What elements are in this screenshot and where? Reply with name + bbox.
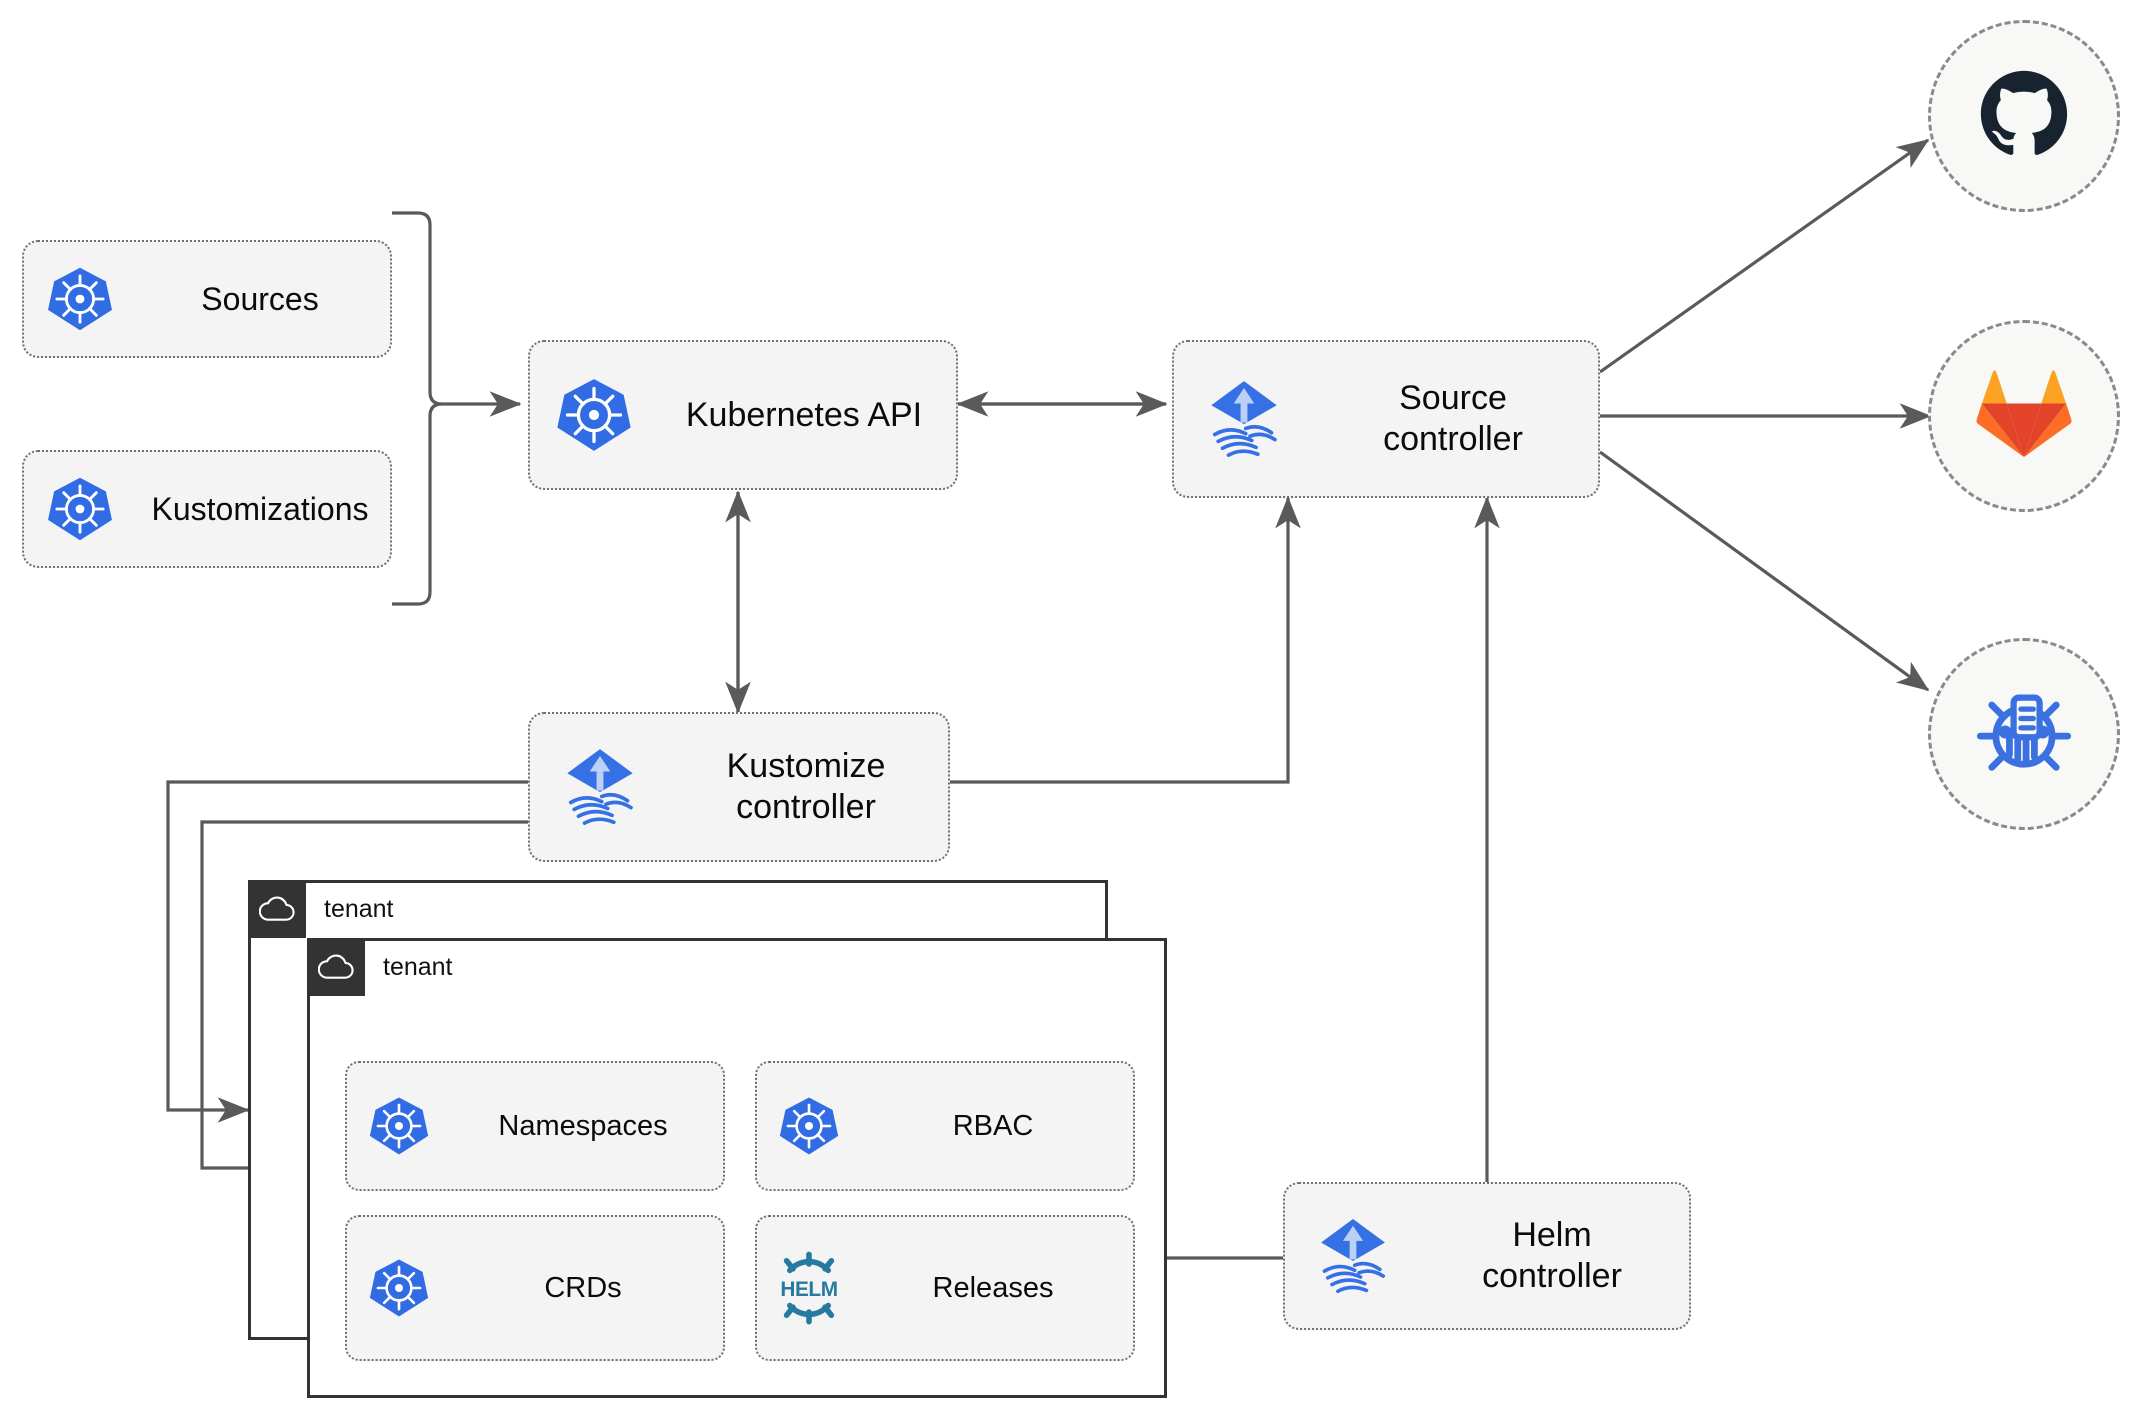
node-kustomize-controller[interactable]: Kustomize controller xyxy=(528,712,950,862)
node-namespaces-label: Namespaces xyxy=(498,1109,668,1142)
svg-text:HELM: HELM xyxy=(780,1278,837,1301)
edge-bracket-bottom xyxy=(392,402,443,606)
node-sources[interactable]: Sources xyxy=(22,240,392,358)
provider-gitlab[interactable] xyxy=(1928,320,2120,512)
flux-icon xyxy=(530,744,670,830)
node-kustomize-controller-label: Kustomize controller xyxy=(726,747,886,826)
node-rbac[interactable]: RBAC xyxy=(755,1061,1135,1191)
node-crds[interactable]: CRDs xyxy=(345,1215,725,1361)
flux-icon xyxy=(1285,1214,1421,1298)
flux-icon xyxy=(1174,376,1314,462)
edge-kustomize-to-source xyxy=(950,496,1301,784)
node-kustomizations[interactable]: Kustomizations xyxy=(22,450,392,568)
node-kubernetes-api-label: Kubernetes API xyxy=(685,395,923,434)
node-rbac-label: RBAC xyxy=(952,1109,1034,1142)
tenant-resource-grid: Namespaces xyxy=(345,1061,1135,1361)
kubernetes-icon xyxy=(24,475,136,543)
kubernetes-icon xyxy=(347,1095,451,1157)
node-namespaces[interactable]: Namespaces xyxy=(345,1061,725,1191)
provider-github[interactable] xyxy=(1928,20,2120,212)
kubernetes-icon xyxy=(757,1095,861,1157)
edge-bracket-top xyxy=(392,211,443,406)
kubernetes-icon xyxy=(347,1257,451,1319)
node-sources-label: Sources xyxy=(201,280,319,317)
node-kubernetes-api[interactable]: Kubernetes API xyxy=(528,340,958,490)
cloud-icon xyxy=(248,880,306,938)
node-helm-controller-label: Helm controller xyxy=(1482,1216,1622,1295)
tenant-container-front[interactable]: tenant xyxy=(307,938,1167,1398)
node-helm-controller[interactable]: Helm controller xyxy=(1283,1182,1691,1330)
edge-source-to-github xyxy=(1599,138,1930,374)
node-source-controller-label: Source controller xyxy=(1383,379,1523,458)
edge-source-to-helmrepo xyxy=(1599,450,1930,692)
kubernetes-icon xyxy=(530,376,658,454)
helm-wheel-icon xyxy=(1972,680,2076,789)
tenant-header-back: tenant xyxy=(248,880,394,938)
tenant-label-back: tenant xyxy=(324,894,394,923)
node-source-controller[interactable]: Source controller xyxy=(1172,340,1600,498)
node-releases[interactable]: HELM Releases xyxy=(755,1215,1135,1361)
helm-wordmark-icon: HELM xyxy=(757,1249,861,1327)
tenant-label-front: tenant xyxy=(383,952,453,981)
github-icon xyxy=(1975,65,2073,168)
node-releases-label: Releases xyxy=(932,1271,1054,1304)
provider-helm-repository[interactable] xyxy=(1928,638,2120,830)
cloud-icon xyxy=(307,938,365,996)
tenant-header-front: tenant xyxy=(307,938,453,996)
node-crds-label: CRDs xyxy=(544,1271,622,1304)
gitlab-icon xyxy=(1976,369,2072,464)
kubernetes-icon xyxy=(24,265,136,333)
node-kustomizations-label: Kustomizations xyxy=(151,490,369,527)
